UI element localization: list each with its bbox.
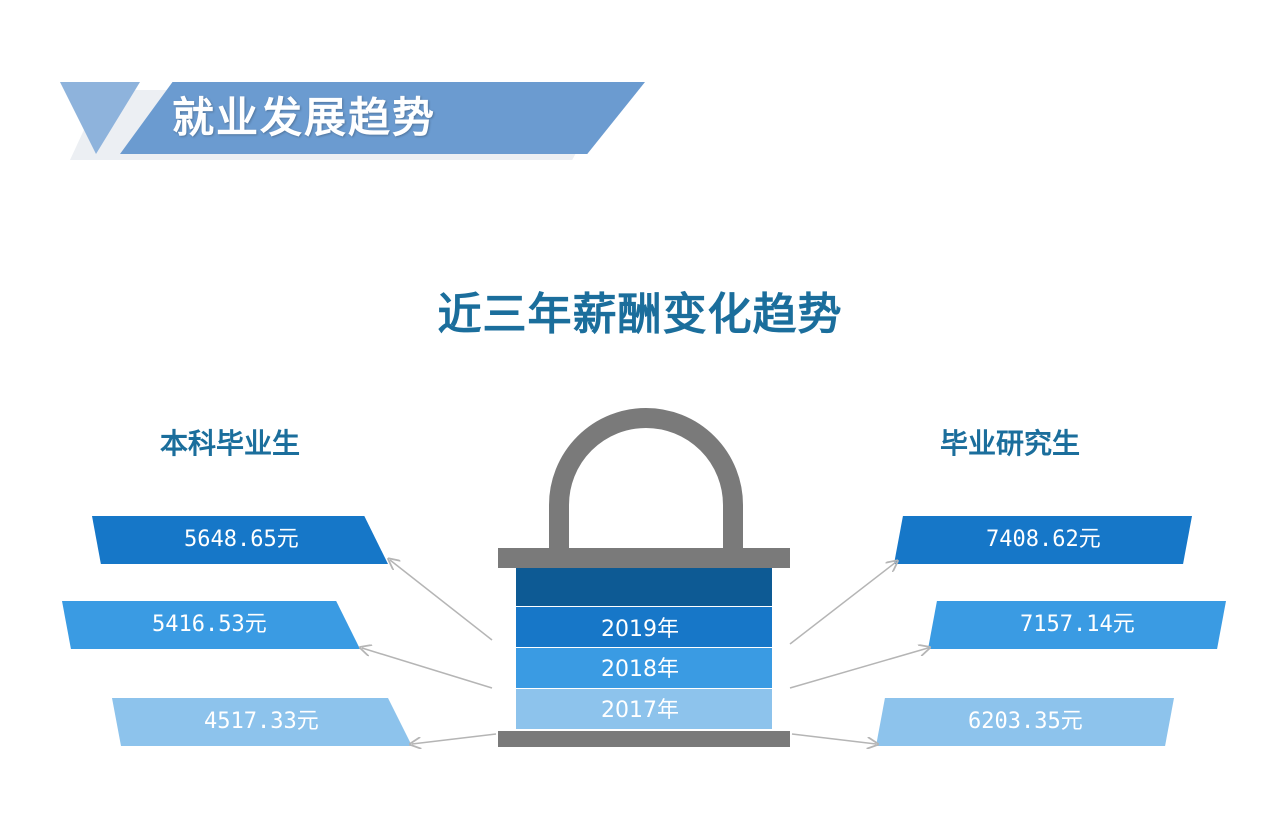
- arrow-right-2018: [789, 648, 928, 689]
- lock-band-2019: [516, 607, 772, 647]
- year-label-2017: 2017年: [601, 698, 679, 723]
- left-value-2019: 5648.65元: [92, 516, 388, 564]
- banner-ribbon: [120, 82, 645, 154]
- right-value-2019: 7408.62元: [894, 516, 1192, 564]
- right-value-2019-text: 7408.62元: [986, 527, 1101, 552]
- header-banner: 就业发展趋势: [60, 82, 645, 160]
- lock-band-2017: [516, 689, 772, 729]
- lock-top-bar: [498, 548, 790, 568]
- right-value-2017: 6203.35元: [876, 698, 1174, 746]
- left-value-2017-text: 4517.33元: [204, 709, 319, 734]
- left-value-2017: 4517.33元: [112, 698, 412, 746]
- year-label-2019: 2019年: [601, 617, 679, 642]
- right-group-label: 毕业研究生: [940, 427, 1081, 460]
- year-label-2018: 2018年: [601, 657, 679, 682]
- left-group-label: 本科毕业生: [160, 427, 301, 460]
- arrow-left-2018: [362, 648, 493, 689]
- left-value-2018: 5416.53元: [62, 601, 360, 649]
- diagram-title: 近三年薪酬变化趋势: [437, 289, 843, 340]
- lock-band-2018: [516, 648, 772, 688]
- right-value-2018: 7157.14元: [928, 601, 1226, 649]
- page-title: 就业发展趋势: [172, 93, 437, 142]
- lock-top-band: [516, 568, 772, 606]
- right-value-2017-text: 6203.35元: [968, 709, 1083, 734]
- arrow-right-2019: [789, 562, 896, 645]
- lock-shackle: [549, 408, 743, 552]
- left-value-2018-text: 5416.53元: [152, 612, 267, 637]
- arrow-left-2019: [390, 560, 493, 641]
- right-value-2018-text: 7157.14元: [1020, 612, 1135, 637]
- lock-bottom-bar: [498, 731, 790, 747]
- left-value-2019-text: 5648.65元: [184, 527, 299, 552]
- arrow-left-2017: [412, 733, 497, 744]
- arrow-right-2017: [791, 733, 876, 744]
